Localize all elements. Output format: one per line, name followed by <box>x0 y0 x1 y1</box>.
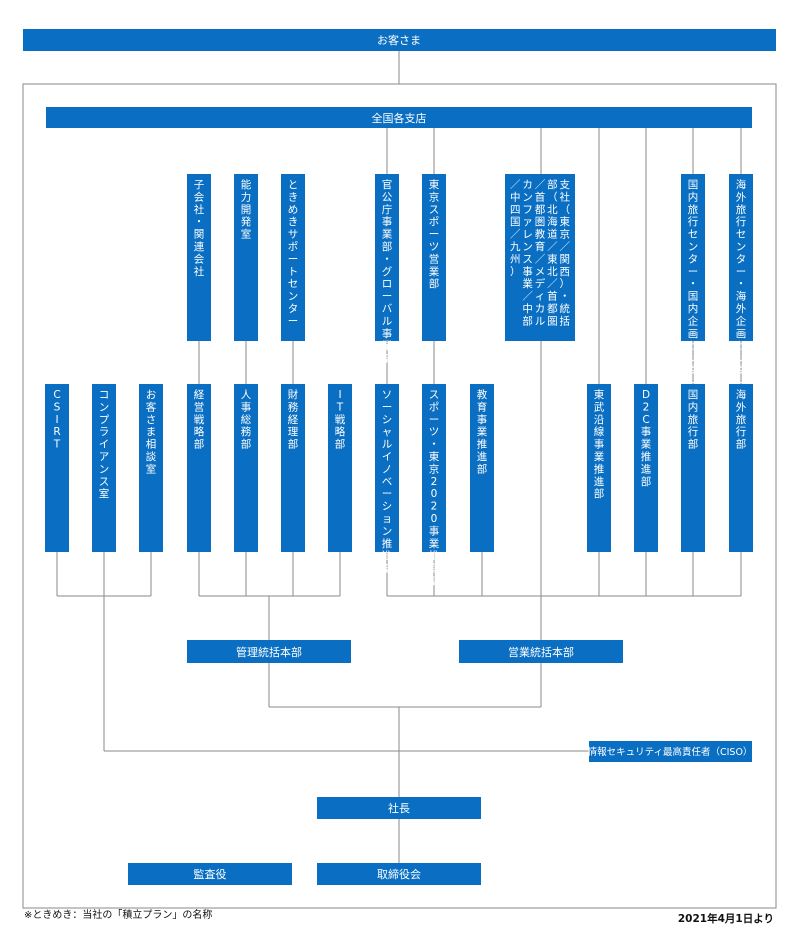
lower-unit-2-box <box>92 384 116 552</box>
upper-unit-1: 子会社・関連会社 <box>187 174 211 341</box>
lower-unit-8-label: ソーシャルイノベーション推進部 <box>382 389 393 575</box>
sales-hq-label: 営業統括本部 <box>508 645 574 659</box>
lower-unit-5: 人事総務部 <box>234 384 258 552</box>
customers-label: お客さま <box>377 33 421 47</box>
lower-unit-1-box <box>45 384 69 552</box>
lower-unit-6-box <box>281 384 305 552</box>
ciso-label: 情報セキュリティ最高責任者（CISO） <box>588 746 753 758</box>
lower-unit-3: お客さま相談室 <box>139 384 163 552</box>
lower-unit-14: 海外旅行部 <box>729 384 753 552</box>
upper-unit-5-box <box>422 174 446 341</box>
lower-unit-8: ソーシャルイノベーション推進部 <box>375 384 399 575</box>
upper-unit-6: 支社（東京／関西）・統括部（北海道／東北／首都圏／首都圏教育／メディカルカンファ… <box>505 174 575 341</box>
upper-unit-6-label-col3: ／首都圏教育／メディカル <box>535 179 546 327</box>
branches-label: 全国各支店 <box>372 111 427 125</box>
lower-unit-3-label: お客さま相談室 <box>146 389 157 475</box>
ciso-box <box>589 741 752 762</box>
lower-unit-10-box <box>470 384 494 552</box>
lower-unit-2-label: コンプライアンス室 <box>99 389 110 500</box>
branches-box <box>46 107 752 128</box>
management-hq-box <box>187 640 351 663</box>
upper-unit-6-label-col1: 支社（東京／関西）・統括 <box>560 179 571 327</box>
upper-unit-7-box <box>681 174 705 341</box>
lower-unit-2: コンプライアンス室 <box>92 384 116 552</box>
lower-unit-6-label: 財務経理部 <box>288 388 299 451</box>
effective-date: 2021年4月1日より <box>678 912 774 925</box>
footnote: ※ときめき：当社の「積立プラン」の名称 <box>24 908 212 921</box>
lower-unit-4: 経営戦略部 <box>187 384 211 552</box>
upper-unit-8: 海外旅行センター・海外企画センター <box>729 174 753 389</box>
lower-unit-10: 教育事業推進部 <box>470 384 494 552</box>
upper-unit-2-box <box>234 174 258 341</box>
lower-unit-3-box <box>139 384 163 552</box>
management-hq-label: 管理統括本部 <box>236 645 302 659</box>
upper-unit-6-label-col2: 部（北海道／東北／首都圏 <box>547 178 558 327</box>
upper-unit-6-label-col4: カンファレンス事業／中部 <box>522 179 533 327</box>
upper-unit-4-box <box>375 174 399 341</box>
lower-unit-8-box <box>375 384 399 552</box>
sales-hq-box <box>459 640 623 663</box>
upper-unit-4: 官公庁事業部・グローバル事業部 <box>375 174 399 365</box>
lower-unit-6: 財務経理部 <box>281 384 305 552</box>
lower-unit-4-label: 経営戦略部 <box>194 388 205 451</box>
upper-unit-4-label: 官公庁事業部・グローバル事業部 <box>382 178 393 365</box>
upper-unit-3-box <box>281 174 305 341</box>
upper-unit-8-box <box>729 174 753 341</box>
upper-unit-3-label: ときめきサポートセンター <box>288 179 299 327</box>
president-box <box>317 797 481 819</box>
upper-unit-3: ときめきサポートセンター <box>281 174 305 341</box>
auditor-box <box>128 863 292 885</box>
president-label: 社長 <box>388 801 410 815</box>
lower-unit-5-box <box>234 384 258 552</box>
auditor-label: 監査役 <box>194 867 227 881</box>
lower-unit-4-box <box>187 384 211 552</box>
board-box <box>317 863 481 885</box>
upper-unit-2-label: 能力開発室 <box>241 178 252 241</box>
customers-box <box>23 29 776 51</box>
lower-unit-11-label: 東武沿線事業推進部 <box>594 388 605 500</box>
connector-lines <box>56 51 742 863</box>
upper-unit-6-label-col5: ／中四国／九州） <box>510 179 521 278</box>
upper-unit-7-label: 国内旅行センター・国内企画センター <box>688 179 699 389</box>
lower-unit-14-label: 海外旅行部 <box>736 388 747 451</box>
lower-unit-13-label: 国内旅行部 <box>688 389 699 451</box>
lower-unit-5-label: 人事総務部 <box>241 389 252 451</box>
upper-unit-6-box <box>505 174 575 341</box>
lower-unit-10-label: 教育事業推進部 <box>477 388 488 475</box>
lower-unit-12-box <box>634 384 658 552</box>
upper-unit-1-label: 子会社・関連会社 <box>194 179 205 278</box>
upper-unit-5-label: 東京スポーツ営業部 <box>429 178 440 290</box>
lower-unit-11-box <box>587 384 611 552</box>
upper-unit-8-label: 海外旅行センター・海外企画センター <box>736 178 747 389</box>
upper-unit-7: 国内旅行センター・国内企画センター <box>681 174 705 389</box>
lower-unit-11: 東武沿線事業推進部 <box>587 384 611 552</box>
lower-unit-13: 国内旅行部 <box>681 384 705 552</box>
upper-units: 子会社・関連会社 能力開発室 ときめきサポートセンター 官公庁事業部・グローバル事業部… <box>187 174 753 389</box>
lower-unit-13-box <box>681 384 705 552</box>
upper-unit-1-box <box>187 174 211 341</box>
lower-unit-7-box <box>328 384 352 552</box>
lower-unit-14-box <box>729 384 753 552</box>
lower-unit-9-box <box>422 384 446 552</box>
upper-unit-5: 東京スポーツ営業部 <box>422 174 446 341</box>
board-label: 取締役会 <box>377 867 421 881</box>
upper-unit-2: 能力開発室 <box>234 174 258 341</box>
